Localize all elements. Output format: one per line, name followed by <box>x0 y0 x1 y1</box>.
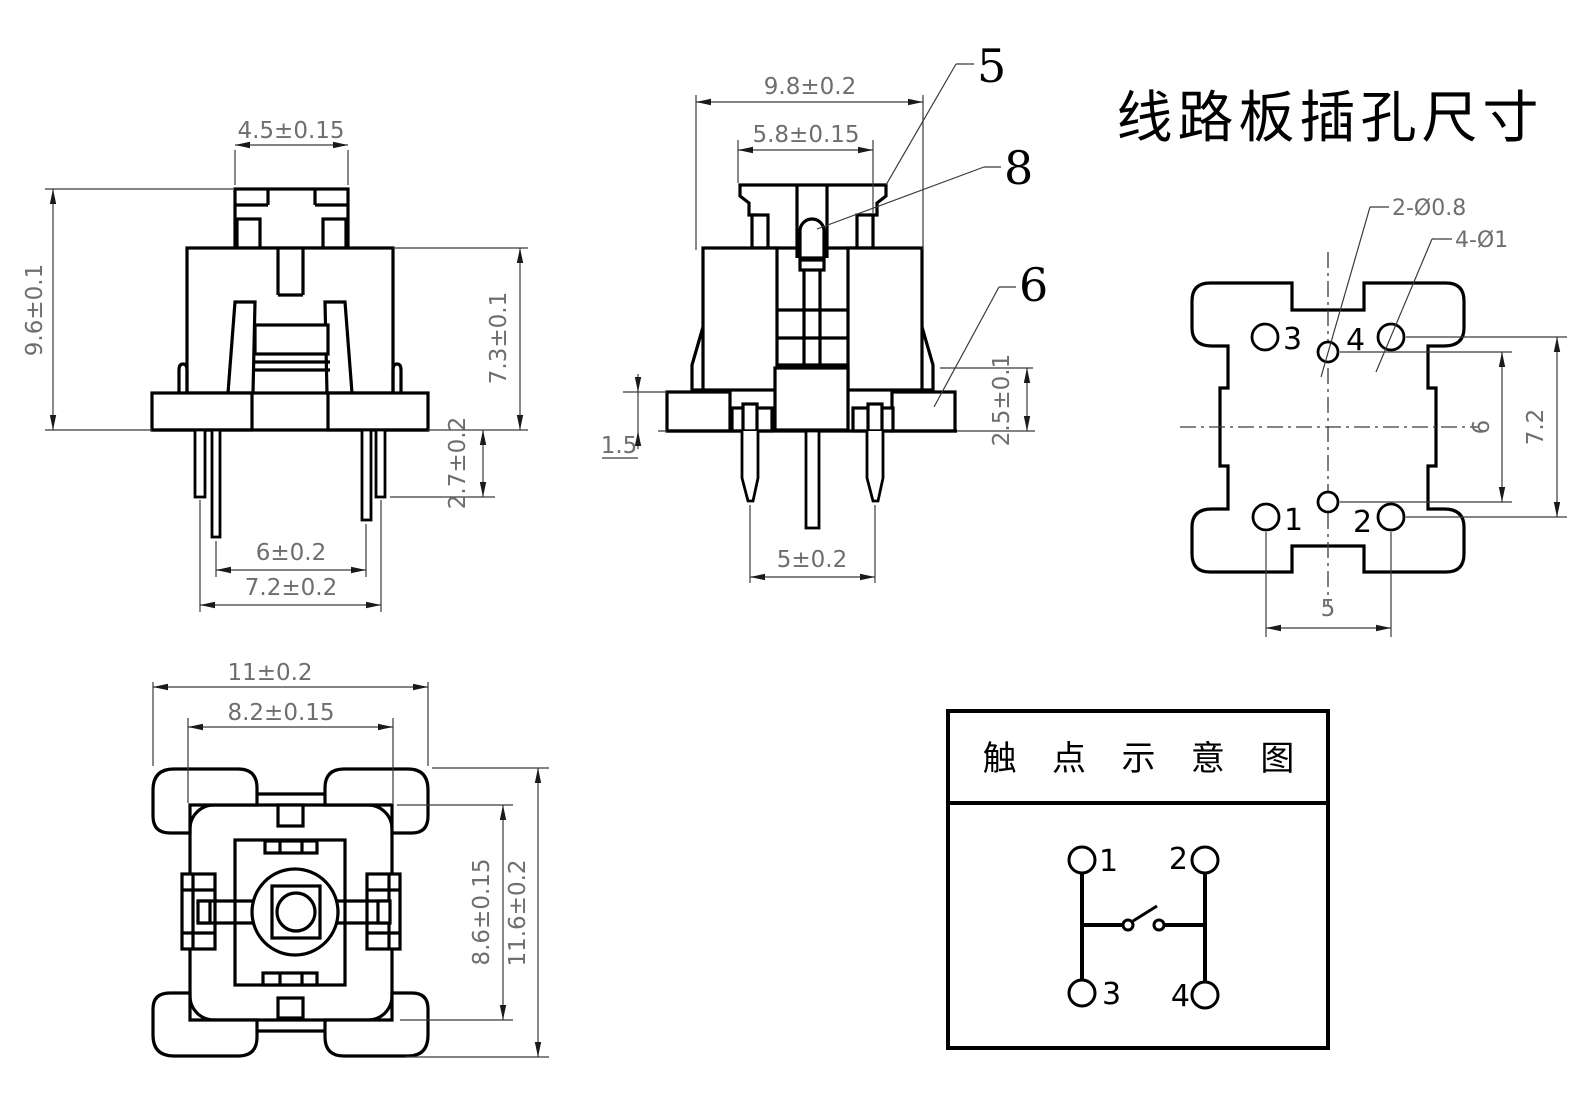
switch-lever <box>1132 904 1158 923</box>
callout-5: 5 <box>977 39 1006 93</box>
contact-2-label: 2 <box>1169 842 1188 877</box>
side-view-callouts: 5 8 6 <box>816 39 1048 408</box>
small-holes-label: 2-Ø0.8 <box>1392 196 1466 221</box>
switch-contact-right <box>1152 918 1166 932</box>
pcb-hole-view: 线路板插孔尺寸 3 4 1 2 2-Ø0.8 4-Ø1 6 <box>1117 86 1567 637</box>
front-view: 4.5±0.15 9.6±0.1 7.3±0.1 2.7±0.2 6±0.2 7… <box>22 118 528 612</box>
contact-3-label: 3 <box>1102 977 1121 1012</box>
hole-3 <box>1250 322 1280 352</box>
dim-standoff-height: 2.5±0.1 <box>989 354 1015 446</box>
dim-bottom-outer-width: 11±0.2 <box>227 660 312 686</box>
large-holes-label: 4-Ø1 <box>1455 228 1508 253</box>
front-view-dimensions: 4.5±0.15 9.6±0.1 7.3±0.1 2.7±0.2 6±0.2 7… <box>22 118 528 612</box>
pcb-holes <box>1250 322 1406 532</box>
pcb-outline <box>1190 281 1466 574</box>
pcb-leaders: 2-Ø0.8 4-Ø1 <box>1320 196 1508 378</box>
contact-terminal-3 <box>1067 978 1097 1008</box>
dim-bottom-body-width: 8.2±0.15 <box>227 700 334 726</box>
contact-terminal-4 <box>1190 980 1220 1010</box>
contact-4-label: 4 <box>1171 979 1190 1014</box>
hole-2-label: 2 <box>1353 505 1372 540</box>
contact-terminal-1 <box>1067 845 1097 875</box>
pcb-dimensions: 6 7.2 5 <box>1265 336 1567 637</box>
dim-total-height: 9.6±0.1 <box>22 264 48 356</box>
contact-schematic: 触 点 示 意 图 1 2 3 4 <box>946 709 1330 1050</box>
hole-1-label: 1 <box>1284 503 1303 538</box>
pcb-view-title: 线路板插孔尺寸 <box>1117 86 1544 149</box>
hole-2 <box>1376 502 1406 532</box>
hole-4-label: 4 <box>1346 323 1365 358</box>
contact-1-label: 1 <box>1099 844 1118 879</box>
side-view-outline <box>658 183 1035 530</box>
dim-bottom-body-height: 8.6±0.15 <box>469 858 495 965</box>
schematic-header: 触 点 示 意 图 <box>983 740 1308 778</box>
dim-body-height: 7.3±0.1 <box>486 292 512 384</box>
contact-terminal-2 <box>1190 845 1220 875</box>
dim-large-hole-span: 7.2 <box>1523 409 1549 446</box>
dim-side-pin-pitch: 5±0.2 <box>777 547 847 573</box>
dim-pin-pitch-inner: 6±0.2 <box>256 540 326 566</box>
dim-pin-protrusion: 2.7±0.2 <box>445 417 471 509</box>
callout-6: 6 <box>1019 258 1048 312</box>
bottom-view-dimensions: 11±0.2 8.2±0.15 8.6±0.15 11.6±0.2 <box>152 660 549 1058</box>
dim-hole-pitch: 5 <box>1321 596 1336 622</box>
side-view-dimensions: 9.8±0.2 5.8±0.15 1.5 2.5±0.1 5±0.2 <box>601 74 1033 583</box>
small-hole-bottom <box>1316 490 1340 514</box>
dim-bottom-outer-height: 11.6±0.2 <box>505 859 531 966</box>
dim-pin-pitch-outer: 7.2±0.2 <box>245 575 337 601</box>
hole-1 <box>1251 502 1281 532</box>
callout-8: 8 <box>1004 141 1033 195</box>
dim-small-hole-span: 6 <box>1469 420 1495 435</box>
dim-side-cap-width: 5.8±0.15 <box>752 122 859 148</box>
bottom-view: 11±0.2 8.2±0.15 8.6±0.15 11.6±0.2 <box>151 660 549 1058</box>
dim-side-outer-width: 9.8±0.2 <box>764 74 856 100</box>
switch-contact-left <box>1121 918 1135 932</box>
bottom-view-outline <box>151 767 430 1058</box>
dim-base-thickness: 1.5 <box>601 433 638 459</box>
side-view: 9.8±0.2 5.8±0.15 1.5 2.5±0.1 5±0.2 5 <box>601 39 1048 583</box>
dim-cap-width: 4.5±0.15 <box>237 118 344 144</box>
front-view-outline <box>45 187 528 539</box>
hole-3-label: 3 <box>1283 322 1302 357</box>
schematic-box <box>946 709 1330 1050</box>
